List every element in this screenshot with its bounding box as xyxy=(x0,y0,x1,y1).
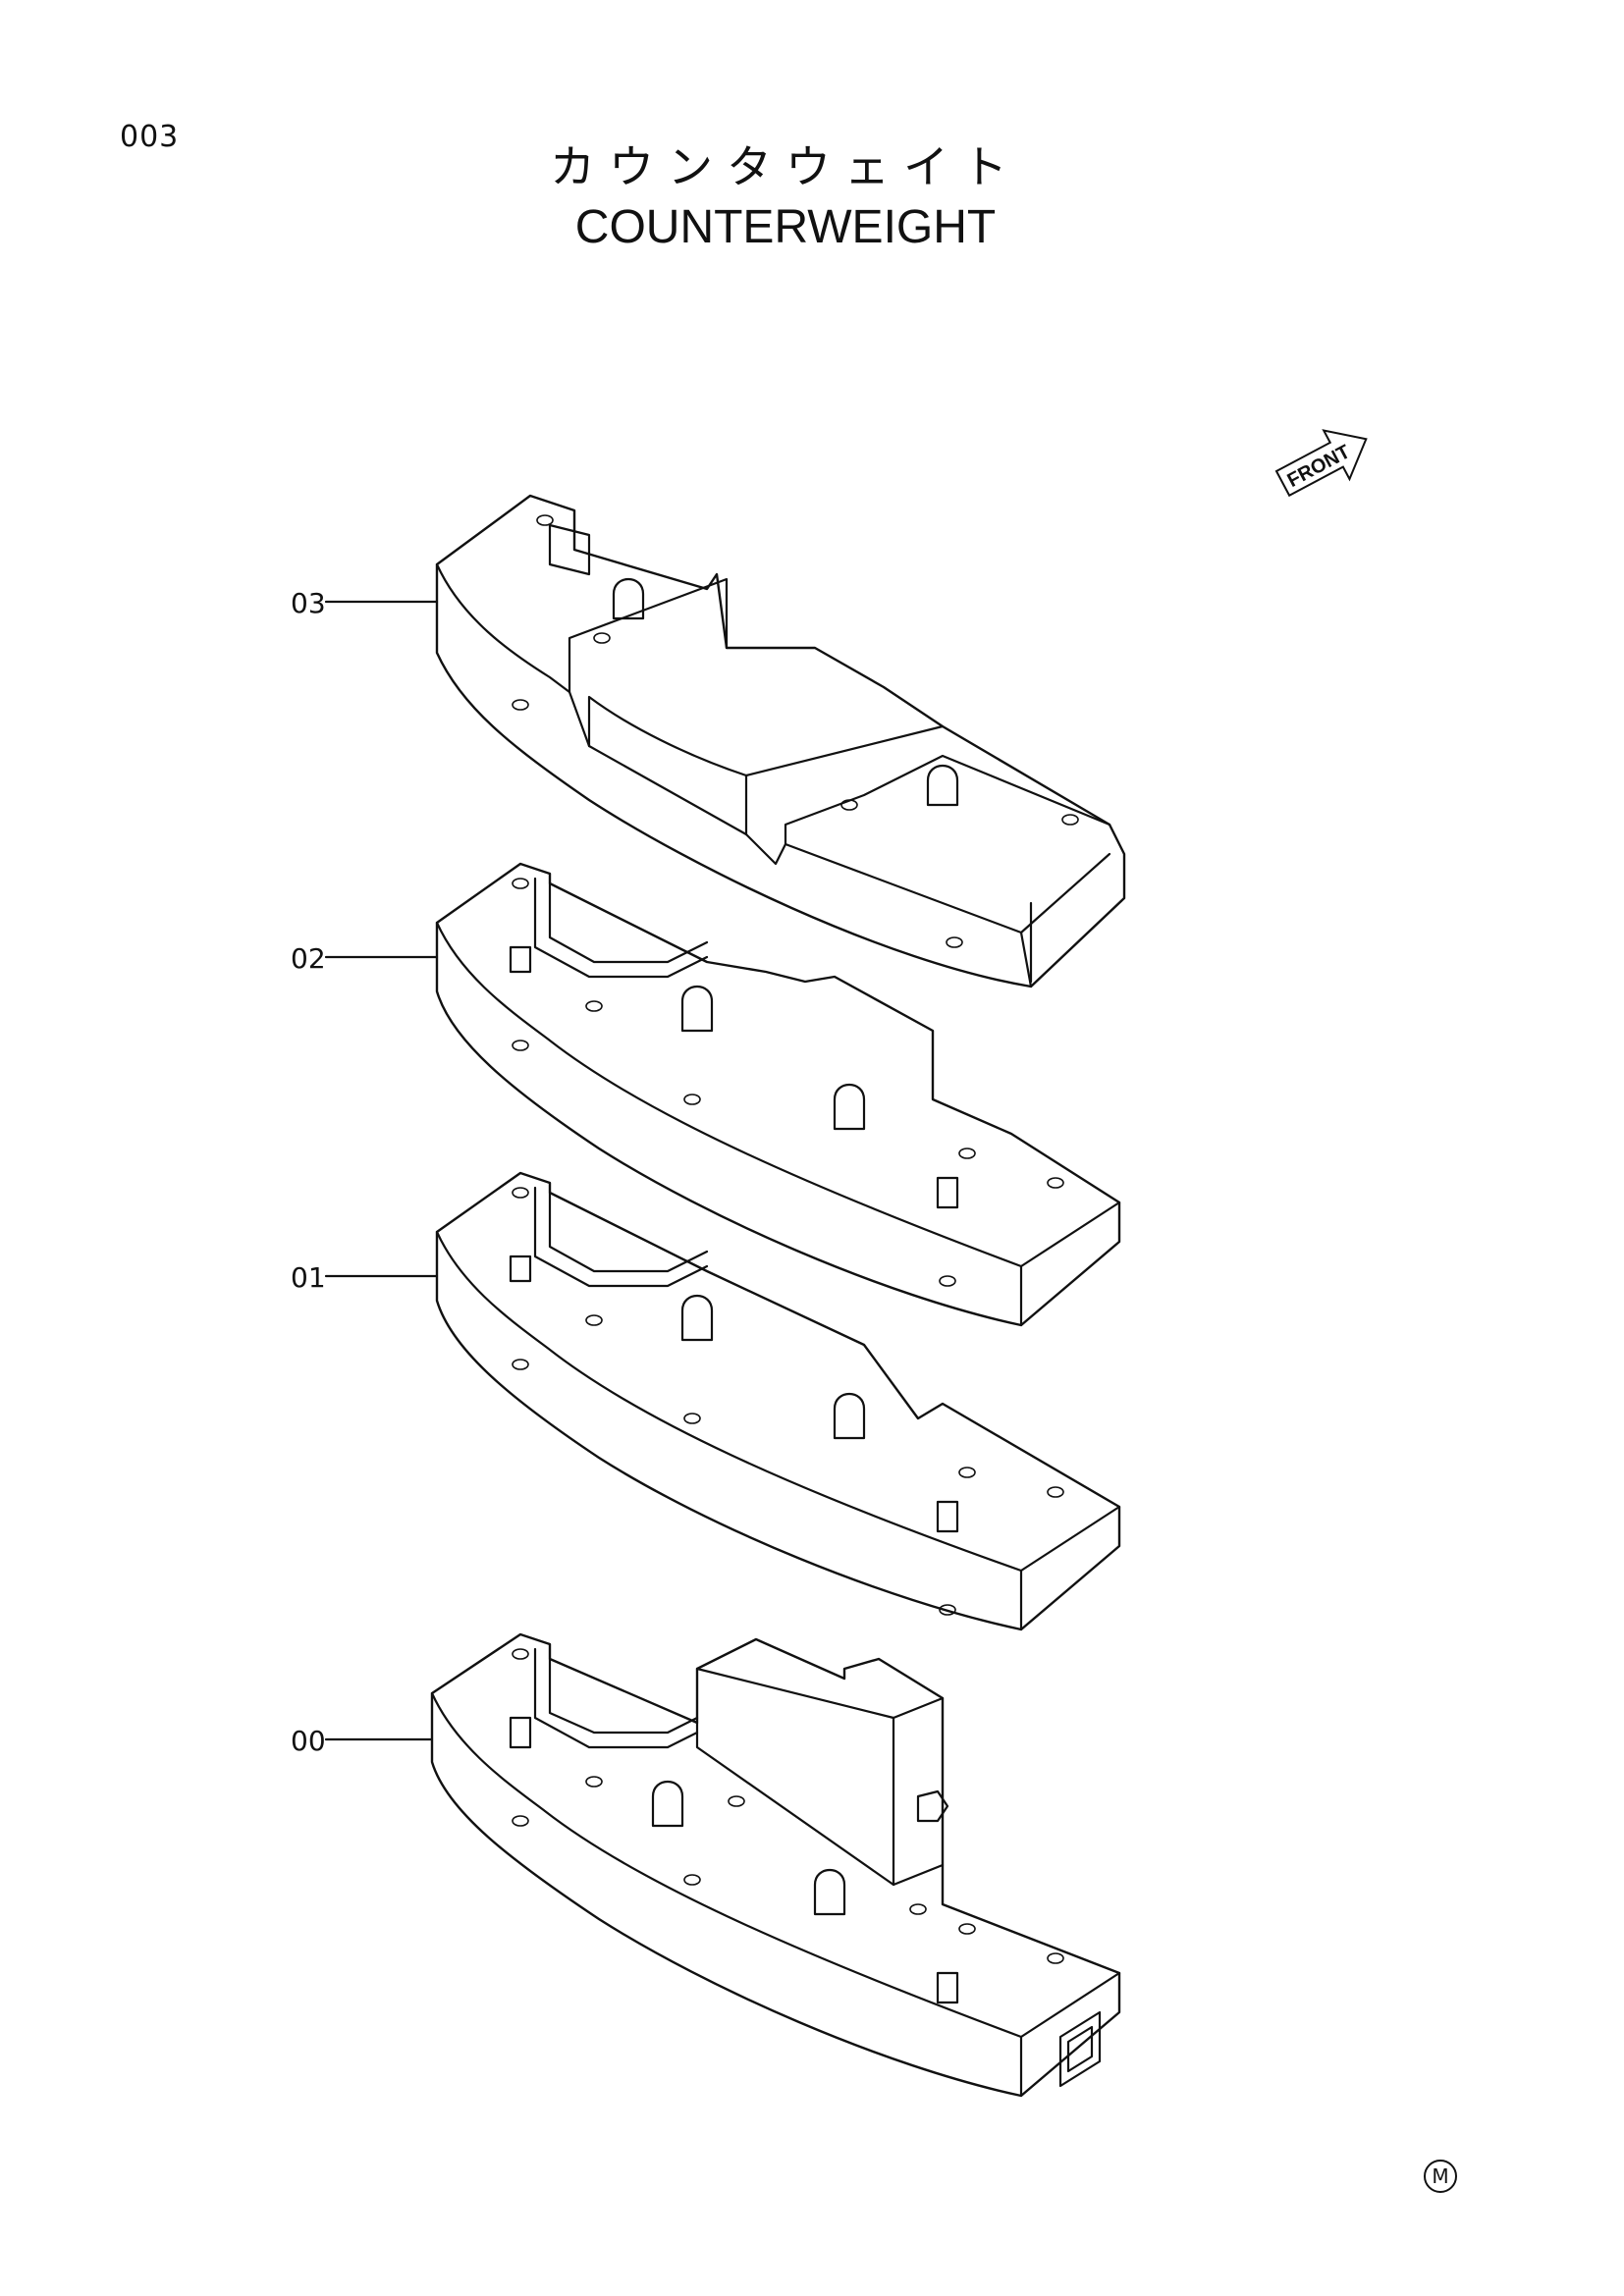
title-japanese: カウンタウェイト xyxy=(550,140,1021,193)
title-english: COUNTERWEIGHT xyxy=(574,201,997,253)
page-number: 003 xyxy=(120,120,180,154)
callout-01: 01 xyxy=(291,1261,326,1294)
counterweight-part-03 xyxy=(435,494,1126,988)
front-arrow-icon: FRONT xyxy=(1274,429,1368,498)
callout-02: 02 xyxy=(291,942,326,975)
callout-leaders xyxy=(324,600,439,1741)
callout-00: 00 xyxy=(291,1725,326,1757)
counterweight-part-01 xyxy=(435,1171,1121,1631)
title-block: カウンタウェイト COUNTERWEIGHT xyxy=(0,137,1571,257)
counterweight-part-00 xyxy=(430,1632,1121,2098)
counterweight-part-02 xyxy=(435,862,1121,1327)
callout-03: 03 xyxy=(291,587,326,619)
maker-mark-icon: M xyxy=(1424,2160,1457,2193)
